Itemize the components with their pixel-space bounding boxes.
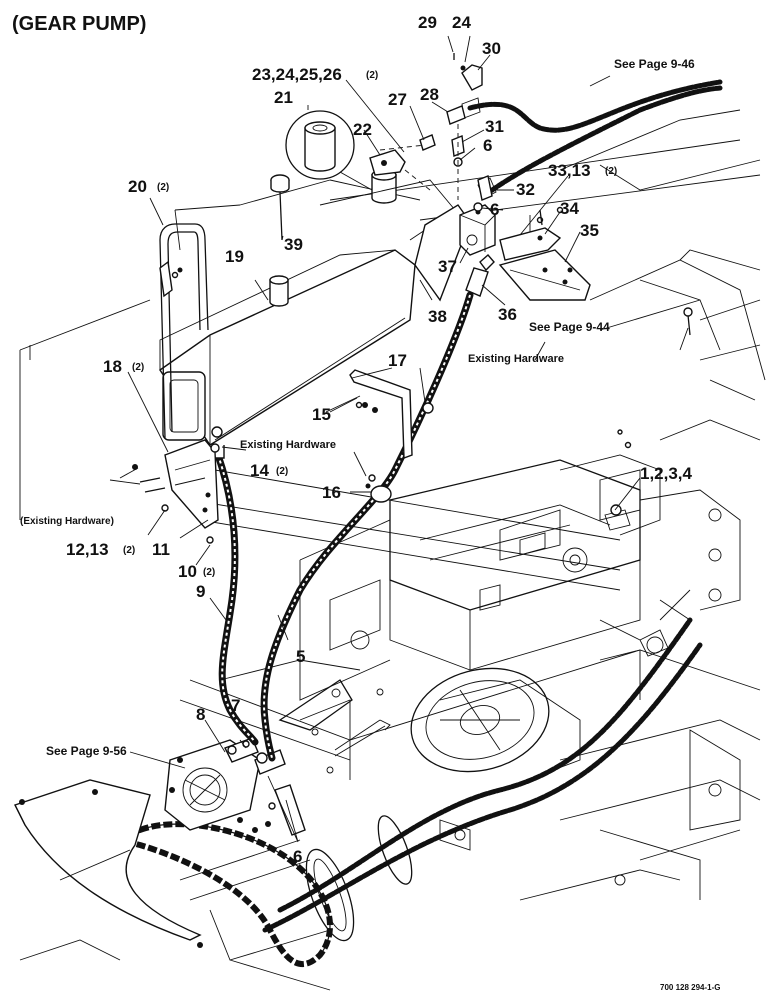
callout-10: 10 xyxy=(178,562,197,581)
callout-12-13: 12,13 xyxy=(66,540,109,559)
callout-32: 32 xyxy=(516,180,535,199)
callout-22: 22 xyxy=(353,120,372,139)
callout-16: 16 xyxy=(322,483,341,502)
callout-30: 30 xyxy=(482,39,501,58)
callout-24: 24 xyxy=(452,13,471,32)
callout-38: 38 xyxy=(428,307,447,326)
callout-23-26-qty: (2) xyxy=(366,70,378,81)
mount-plate-35 xyxy=(498,249,591,301)
small-hardware xyxy=(132,206,632,810)
note-existing-hardware-middle: Existing Hardware xyxy=(240,439,336,451)
return-hose-5 xyxy=(260,291,474,762)
callout-39: 39 xyxy=(284,235,303,254)
callout-20: 20 xyxy=(128,177,147,196)
note-existing-hardware-left: (Existing Hardware) xyxy=(20,516,114,527)
reference-notes: See Page 9-46 See Page 9-44 See Page 9-5… xyxy=(20,57,695,758)
callout-27: 27 xyxy=(388,90,407,109)
note-see-page-9-44: See Page 9-44 xyxy=(529,320,610,334)
title-block: (GEAR PUMP) 700 128 294-1-G xyxy=(12,13,721,992)
callout-33-13: 33,13 xyxy=(548,161,591,180)
callout-28: 28 xyxy=(420,85,439,104)
hose-clamp xyxy=(365,483,392,503)
tank-bracket xyxy=(164,439,219,529)
callout-6-mid: 6 xyxy=(490,200,499,219)
callout-21: 21 xyxy=(274,88,293,107)
note-see-page-9-56: See Page 9-56 xyxy=(46,744,127,758)
callout-31: 31 xyxy=(485,117,504,136)
oil-filter xyxy=(285,110,406,204)
callout-15: 15 xyxy=(312,405,331,424)
callout-19: 19 xyxy=(225,247,244,266)
callout-12-13-qty: (2) xyxy=(123,545,135,556)
diagram-title: (GEAR PUMP) xyxy=(12,13,146,35)
hose-bracket xyxy=(349,369,434,459)
pressure-hose-9 xyxy=(214,451,259,746)
tank-strap xyxy=(159,223,209,439)
note-existing-hardware-right: Existing Hardware xyxy=(468,353,564,365)
callout-14-qty: (2) xyxy=(276,466,288,477)
callout-10-qty: (2) xyxy=(203,567,215,578)
leader-lines xyxy=(109,35,689,843)
mount-bracket-34 xyxy=(499,215,562,261)
callout-6-upper: 6 xyxy=(483,136,492,155)
callout-20-qty: (2) xyxy=(157,182,169,193)
callout-29: 29 xyxy=(418,13,437,32)
callout-36: 36 xyxy=(498,305,517,324)
callout-33-13-qty: (2) xyxy=(605,166,617,177)
callout-18-qty: (2) xyxy=(132,362,144,373)
callout-14: 14 xyxy=(250,461,269,480)
callout-37: 37 xyxy=(438,257,457,276)
dipstick xyxy=(270,174,290,241)
callout-1-4: 1,2,3,4 xyxy=(640,464,693,483)
callout-34: 34 xyxy=(560,199,579,218)
note-see-page-9-46: See Page 9-46 xyxy=(614,57,695,71)
callout-5: 5 xyxy=(296,647,305,666)
callout-7: 7 xyxy=(231,696,240,715)
callout-8: 8 xyxy=(196,705,205,724)
hose-fitting-36 xyxy=(465,254,495,297)
callout-35: 35 xyxy=(580,221,599,240)
callout-17: 17 xyxy=(388,351,407,370)
existing-hardware-screw xyxy=(683,307,693,336)
hydraulic-lines-lower xyxy=(262,589,703,933)
callout-23-26: 23,24,25,26 xyxy=(252,65,342,84)
callout-6-lower: 6 xyxy=(293,847,302,866)
hydraulic-lines-upper xyxy=(461,79,723,199)
callout-18: 18 xyxy=(103,357,122,376)
right-frame-hardware xyxy=(599,599,691,661)
valve-fittings xyxy=(419,53,493,212)
part-code: 700 128 294-1-G xyxy=(660,983,721,992)
callout-labels: 29 24 30 23,24,25,26 (2) 21 22 27 28 31 … xyxy=(66,13,693,866)
valve-block xyxy=(414,204,496,302)
callout-11: 11 xyxy=(152,540,170,559)
drive-belt xyxy=(123,821,333,968)
belt-shield xyxy=(14,779,203,948)
callout-9: 9 xyxy=(196,582,205,601)
